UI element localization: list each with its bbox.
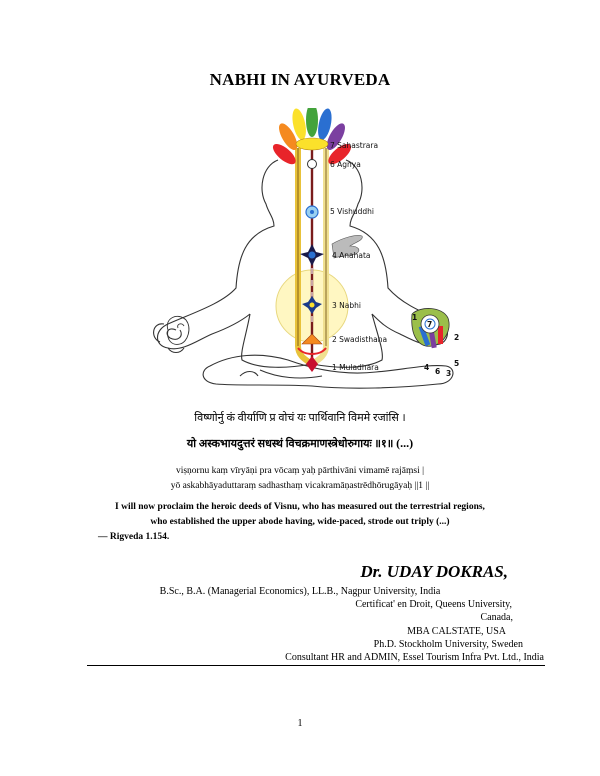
finger-3: 3 — [446, 369, 451, 378]
finger-6: 6 — [435, 367, 440, 376]
finger-7: 7 — [427, 320, 432, 329]
label-agnya: 6 Agnya — [330, 160, 361, 169]
chakra-meditation-figure: 7 Sahastrara 6 Agnya 5 Vishuddhi 4 Anaha… — [153, 108, 459, 389]
heart-hand-icon — [331, 235, 363, 259]
finger-4: 4 — [424, 363, 429, 372]
right-hand-icon — [411, 308, 450, 349]
author-name: Dr. UDAY DOKRAS, — [360, 562, 508, 581]
label-vishuddhi: 5 Vishuddhi — [330, 207, 374, 216]
credential-5: Ph.D. Stockholm University, Sweden — [373, 639, 523, 650]
label-swadisthana: 2 Swadisthana — [332, 335, 387, 344]
page-number: 1 — [297, 718, 303, 729]
page-title: NABHI IN AYURVEDA — [209, 70, 391, 89]
sanskrit-ellipsis: (...) — [396, 436, 414, 450]
hand-numbers: 1 2 3 4 5 6 7 — [412, 313, 459, 378]
label-muladhara: 1 Muladhara — [332, 363, 379, 372]
finger-1: 1 — [412, 313, 417, 322]
swadisthana-marker — [297, 333, 327, 355]
anahata-marker — [300, 244, 324, 266]
label-sahastrara: 7 Sahastrara — [330, 141, 378, 150]
sanskrit-line-1: विष्णोर्नु कं वीर्याणि प्र वोचं यः पार्थ… — [194, 412, 406, 424]
divider-rule — [87, 665, 545, 666]
agnya-marker — [307, 159, 317, 169]
credential-4: MBA CALSTATE, USA — [407, 626, 506, 637]
english-translation: I will now proclaim the heroic deeds of … — [0, 500, 600, 530]
muladhara-marker — [306, 356, 318, 372]
english-line-2: who established the upper abode having, … — [150, 517, 450, 527]
translit-line-1: viṣṇornu kaṃ vīryāṇi pra vōcaṃ yaḥ pārth… — [175, 466, 425, 476]
chakra-labels: 7 Sahastrara 6 Agnya 5 Vishuddhi 4 Anaha… — [330, 141, 387, 372]
sahastrara-lotus-icon — [272, 108, 352, 165]
sanskrit-line-2: यो अस्कभायदुत्तरं सधस्थं विचक्रमाणस्त्रे… — [0, 436, 600, 451]
vishuddhi-marker — [305, 205, 319, 219]
label-nabhi: 3 Nabhi — [332, 301, 361, 310]
verse-citation: — Rigveda 1.154. — [98, 532, 170, 542]
transliteration: viṣṇornu kaṃ vīryāṇi pra vōcaṃ yaḥ pārth… — [0, 464, 600, 494]
credential-3: Canada, — [480, 612, 514, 623]
credential-6: Consultant HR and ADMIN, Essel Tourism I… — [285, 652, 544, 663]
credential-2: Certificat' en Droit, Queens University, — [355, 599, 512, 610]
left-hand-icon — [166, 316, 190, 345]
label-anahata: 4 Anahata — [332, 251, 371, 260]
credential-1: B.Sc., B.A. (Managerial Economics), LL.B… — [159, 586, 441, 597]
translit-line-2: yō askabhāyaduttaraṃ sadhasthaṃ vicakram… — [170, 481, 430, 491]
sanskrit-line-2-text: यो अस्कभायदुत्तरं सधस्थं विचक्रमाणस्त्रे… — [186, 438, 394, 450]
finger-2: 2 — [454, 333, 459, 342]
nabhi-marker — [302, 296, 322, 314]
finger-5: 5 — [454, 359, 459, 368]
english-line-1: I will now proclaim the heroic deeds of … — [115, 502, 485, 512]
